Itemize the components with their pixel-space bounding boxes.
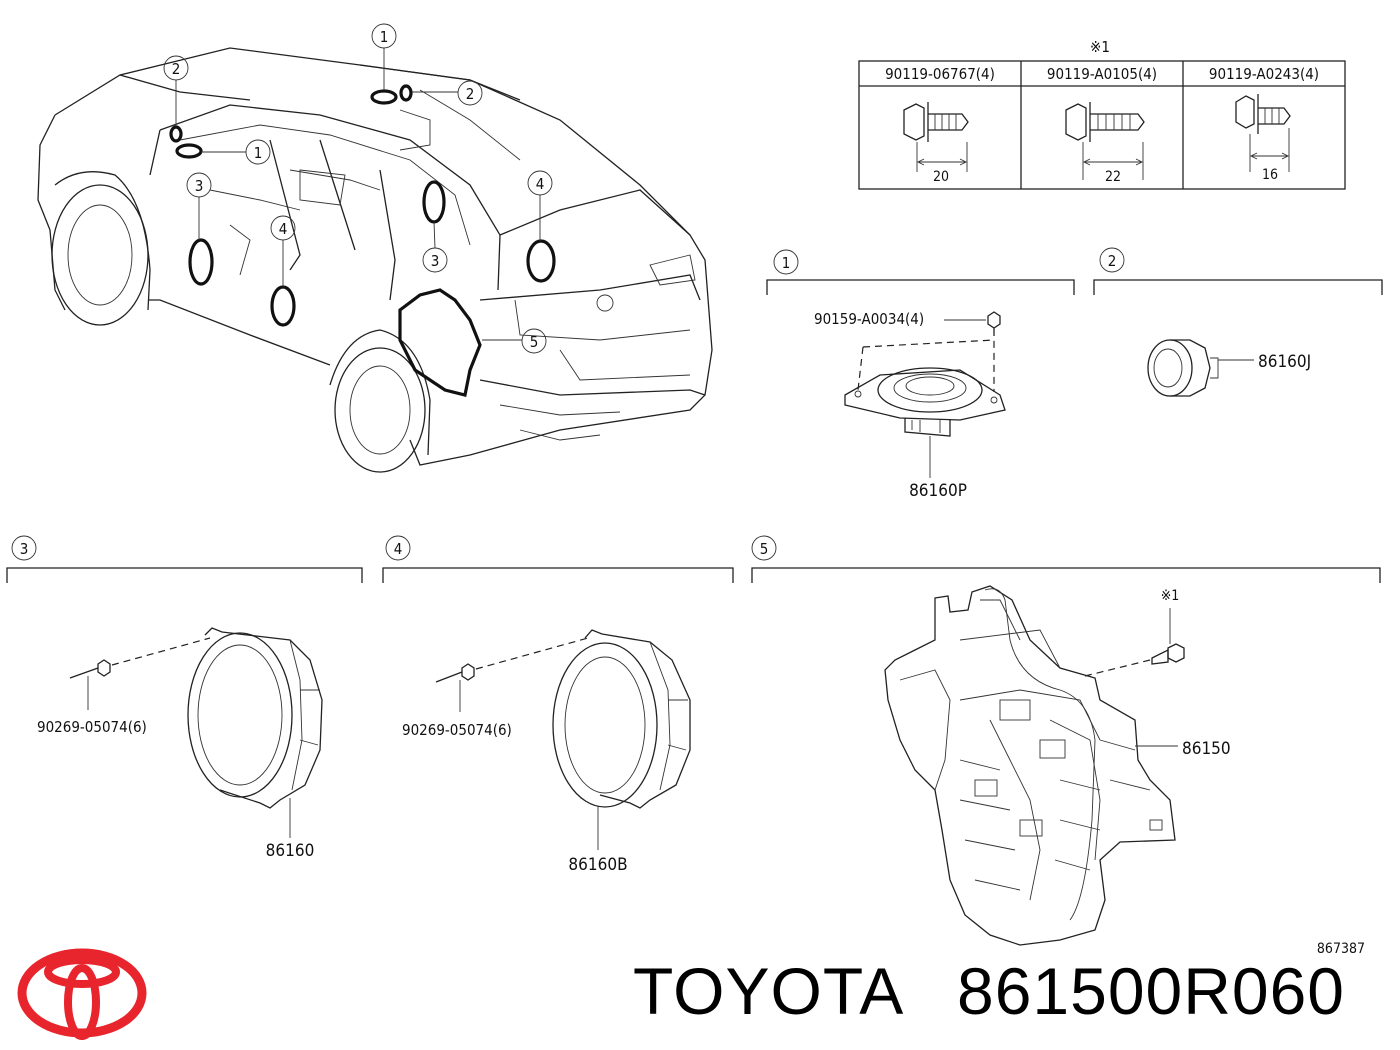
vehicle-callouts: 1 2 2 1 3 4 3 4 5 <box>163 23 553 354</box>
callout-1-left: 1 <box>254 144 263 162</box>
table-col-3-part: 90119-A0243(4) <box>1209 65 1319 83</box>
speaker-woofer-86160 <box>187 627 323 809</box>
section-3-part-label: 86160 <box>266 841 315 861</box>
section-4-screw-label: 90269-05074(6) <box>402 721 512 739</box>
callout-3-rear: 3 <box>431 252 440 270</box>
section-5: 5 ※1 86150 <box>751 535 1381 946</box>
table-col-3-dimension: 16 <box>1262 167 1278 183</box>
section-4-number: 4 <box>394 540 403 558</box>
screw-icon <box>987 311 1001 336</box>
table-col-2-dimension: 22 <box>1105 169 1121 185</box>
section-1-number: 1 <box>782 254 791 272</box>
section-5-number: 5 <box>760 540 769 558</box>
callout-4-front: 4 <box>279 220 288 238</box>
speaker-tweeter-86160J <box>1147 339 1219 397</box>
table-col-1-part: 90119-06767(4) <box>885 65 995 83</box>
speaker-woofer-86160B <box>552 629 691 809</box>
callout-5: 5 <box>530 333 539 351</box>
section-1-screw-label: 90159-A0034(4) <box>814 310 924 328</box>
brand-name: TOYOTA <box>633 954 905 1028</box>
table-col-2-part: 90119-A0105(4) <box>1047 65 1157 83</box>
bolt-icon-section-5 <box>1151 608 1185 665</box>
section-4: 4 90269-05074(6) 86160B <box>382 535 734 875</box>
fastener-table: ※1 90119-06767(4) 90119-A0105(4) 90119-A… <box>858 38 1346 190</box>
screw-icon-section-4 <box>435 663 475 683</box>
table-col-1-dimension: 20 <box>933 169 949 185</box>
speaker-tweeter-86160P <box>844 367 1006 437</box>
subwoofer-assembly-86150 <box>884 585 1176 946</box>
callout-4-rear: 4 <box>536 175 545 193</box>
section-1-part-label: 86160P <box>909 481 967 501</box>
callout-1-top: 1 <box>380 28 389 46</box>
callout-2-right: 2 <box>466 85 475 103</box>
section-1: 1 90159-A0034(4) 86160P <box>766 249 1075 501</box>
section-3-screw-label: 90269-05074(6) <box>37 718 147 736</box>
table-note-mark: ※1 <box>1090 38 1110 56</box>
vehicle-illustration <box>37 47 713 473</box>
section-2-part-label: 86160J <box>1258 352 1311 372</box>
callout-3-front: 3 <box>195 177 204 195</box>
bolt-icon-2 <box>1065 102 1145 180</box>
section-3: 3 90269-05074(6) 86160 <box>6 535 363 861</box>
toyota-logo <box>17 948 147 1040</box>
illustration-id: 867387 <box>1317 941 1365 957</box>
section-3-number: 3 <box>20 540 29 558</box>
screw-icon-section-3 <box>69 659 111 679</box>
section-5-note-mark: ※1 <box>1161 588 1180 604</box>
section-2: 2 86160J <box>1093 247 1383 397</box>
part-number: 861500R060 <box>957 954 1346 1028</box>
bolt-icon-1 <box>903 102 969 172</box>
bolt-icon-3 <box>1235 94 1291 172</box>
section-4-part-label: 86160B <box>568 855 627 875</box>
callout-2-left: 2 <box>172 60 181 78</box>
section-2-number: 2 <box>1108 252 1117 270</box>
section-5-part-label: 86150 <box>1182 739 1231 759</box>
